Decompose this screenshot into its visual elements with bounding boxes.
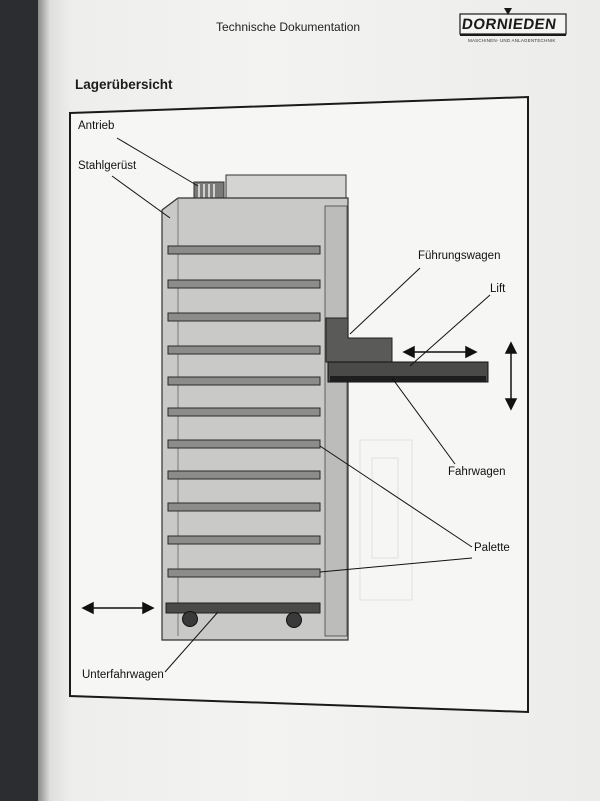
leader-lines — [111, 137, 491, 673]
label-palette: Palette — [474, 542, 510, 554]
horizontal-arrow-icon — [402, 345, 478, 359]
label-lift: Lift — [490, 283, 506, 295]
ghost-drawing — [359, 439, 413, 601]
underride-carriage — [165, 602, 321, 614]
carriage-wheel-right — [286, 612, 302, 628]
section-title: Lagerübersicht — [75, 77, 173, 92]
label-fuehrungswagen: Führungswagen — [418, 250, 501, 262]
label-stahlgeruest: Stahlgerüst — [78, 160, 137, 172]
label-fahrwagen: Fahrwagen — [448, 466, 506, 478]
vertical-arrow-icon — [504, 341, 518, 411]
frame-column — [324, 205, 348, 637]
company-logo: DORNIEDEN MASCHINEN- UND ANLAGENTECHNIK — [458, 8, 570, 48]
carriage-wheel-left — [182, 611, 198, 627]
logo-emblem-icon — [459, 8, 567, 36]
motor-fins — [198, 184, 215, 198]
logo-subtitle: MASCHINEN- UND ANLAGENTECHNIK — [468, 38, 556, 43]
left-arrow-icon — [81, 601, 155, 615]
steel-frame — [161, 197, 349, 641]
guide-carriage — [325, 317, 393, 363]
binding-shadow — [38, 0, 50, 801]
shelf-pallets — [167, 245, 321, 578]
label-antrieb: Antrieb — [78, 120, 115, 132]
header-title: Technische Dokumentation — [216, 20, 361, 34]
label-unterfahrwagen: Unterfahrwagen — [82, 669, 164, 681]
travel-carriage — [330, 376, 486, 382]
